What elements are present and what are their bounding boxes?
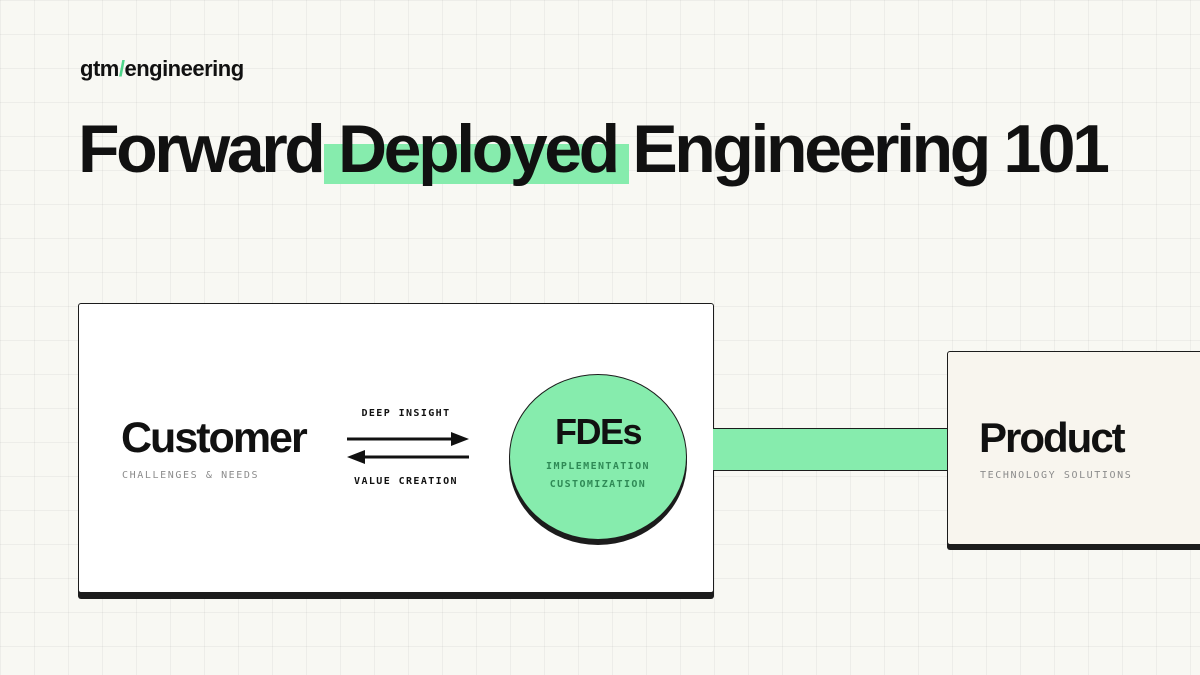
fdes-circle: FDEs IMPLEMENTATION CUSTOMIZATION <box>509 374 687 540</box>
product-subtitle: TECHNOLOGY SOLUTIONS <box>980 470 1133 481</box>
deep-insight-label: DEEP INSIGHT <box>361 408 451 419</box>
logo-text-engineering: engineering <box>124 56 244 81</box>
logo-text-gtm: gtm <box>80 56 119 81</box>
fdes-product-connector <box>713 428 948 471</box>
title-word-forward: Forward <box>78 111 326 187</box>
title-rest: Engineering 101 <box>632 111 1110 187</box>
fdes-customization: CUSTOMIZATION <box>549 479 647 490</box>
product-title: Product <box>979 414 1126 461</box>
page-title: Forward Deployed Engineering 101 <box>78 108 1110 190</box>
fdes-title: FDEs <box>554 411 643 452</box>
customer-title: Customer <box>121 414 308 462</box>
arrow-left-icon <box>347 450 469 464</box>
product-card: Product TECHNOLOGY SOLUTIONS <box>947 351 1200 545</box>
fdes-implementation: IMPLEMENTATION <box>546 461 650 472</box>
brand-logo: gtm/engineering <box>80 56 244 82</box>
bidirectional-arrows <box>347 432 469 464</box>
customer-subtitle: CHALLENGES & NEEDS <box>122 470 260 481</box>
title-highlight-deployed: Deployed <box>337 111 620 187</box>
customer-card: Customer CHALLENGES & NEEDS DEEP INSIGHT… <box>78 303 714 593</box>
logo-slash: / <box>118 56 125 81</box>
arrow-right-icon <box>347 432 469 446</box>
value-creation-label: VALUE CREATION <box>354 476 458 487</box>
